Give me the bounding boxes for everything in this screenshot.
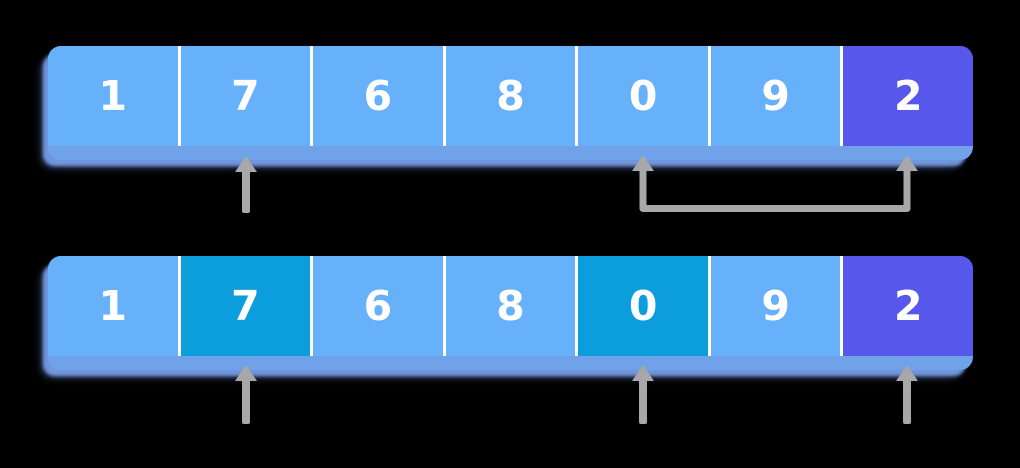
up-arrow-icon [632, 365, 654, 424]
up-arrow-icon [235, 365, 257, 424]
array-cell: 7 [177, 46, 311, 146]
array-cell: 9 [707, 46, 841, 146]
up-arrow-icon [235, 156, 257, 213]
array-cell: 6 [310, 256, 443, 356]
array-cell: 1 [48, 256, 178, 356]
array-cell-special: 2 [840, 46, 973, 146]
array-row-bottom-cells: 1 7 6 8 0 9 2 [48, 256, 973, 356]
array-cell-special: 2 [840, 256, 973, 356]
up-arrow-icon [896, 365, 918, 424]
array-cell: 8 [442, 46, 576, 146]
array-cell: 8 [442, 256, 576, 356]
array-cell: 9 [707, 256, 841, 356]
array-cell: 6 [310, 46, 443, 146]
array-cell: 1 [48, 46, 178, 146]
array-cell-highlighted: 0 [575, 256, 708, 356]
array-row-bottom: 1 7 6 8 0 9 2 [48, 256, 973, 370]
array-row-top-cells: 1 7 6 8 0 9 2 [48, 46, 973, 146]
swap-connector-icon [632, 155, 918, 212]
array-cell-highlighted: 7 [177, 256, 311, 356]
array-row-top: 1 7 6 8 0 9 2 [48, 46, 973, 160]
array-cell: 0 [575, 46, 708, 146]
